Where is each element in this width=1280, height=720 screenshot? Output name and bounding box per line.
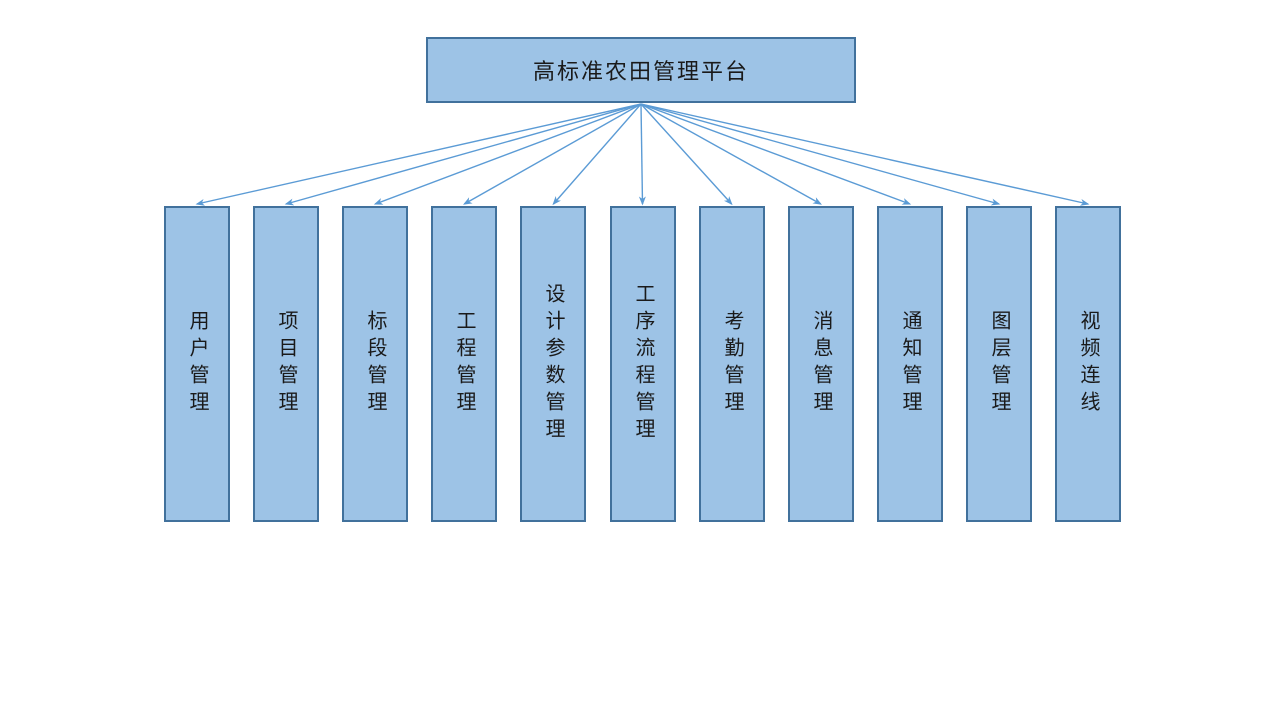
connector-line <box>373 103 642 205</box>
connector-line <box>640 103 912 205</box>
child-node: 工序流程管理 <box>610 206 676 522</box>
child-node-label: 考勤管理 <box>721 310 743 418</box>
connector-line <box>195 103 642 206</box>
child-node-label: 图层管理 <box>988 310 1010 418</box>
child-node-label: 设计参数管理 <box>542 283 564 445</box>
child-node-label: 工程管理 <box>453 310 475 418</box>
connector-line <box>640 103 1001 206</box>
child-node: 标段管理 <box>342 206 408 522</box>
connector-line <box>462 103 642 205</box>
child-node: 考勤管理 <box>699 206 765 522</box>
child-node-label: 用户管理 <box>186 310 208 418</box>
connector-line <box>638 103 646 206</box>
child-node: 消息管理 <box>788 206 854 522</box>
connector-line <box>552 103 642 206</box>
root-node: 高标准农田管理平台 <box>426 37 856 103</box>
connector-line <box>284 103 642 206</box>
child-node: 项目管理 <box>253 206 319 522</box>
child-node-label: 通知管理 <box>899 310 921 418</box>
child-node: 设计参数管理 <box>520 206 586 522</box>
child-node: 工程管理 <box>431 206 497 522</box>
child-node-label: 项目管理 <box>275 310 297 418</box>
child-node: 视频连线 <box>1055 206 1121 522</box>
connector-line <box>640 103 1090 206</box>
child-node: 用户管理 <box>164 206 230 522</box>
child-node-label: 消息管理 <box>810 310 832 418</box>
child-node-label: 视频连线 <box>1077 310 1099 418</box>
connector-line <box>640 103 823 205</box>
child-node: 图层管理 <box>966 206 1032 522</box>
child-node-label: 工序流程管理 <box>632 283 654 445</box>
connector-line <box>640 103 733 206</box>
child-node-label: 标段管理 <box>364 310 386 418</box>
child-node: 通知管理 <box>877 206 943 522</box>
root-node-label: 高标准农田管理平台 <box>532 59 749 84</box>
